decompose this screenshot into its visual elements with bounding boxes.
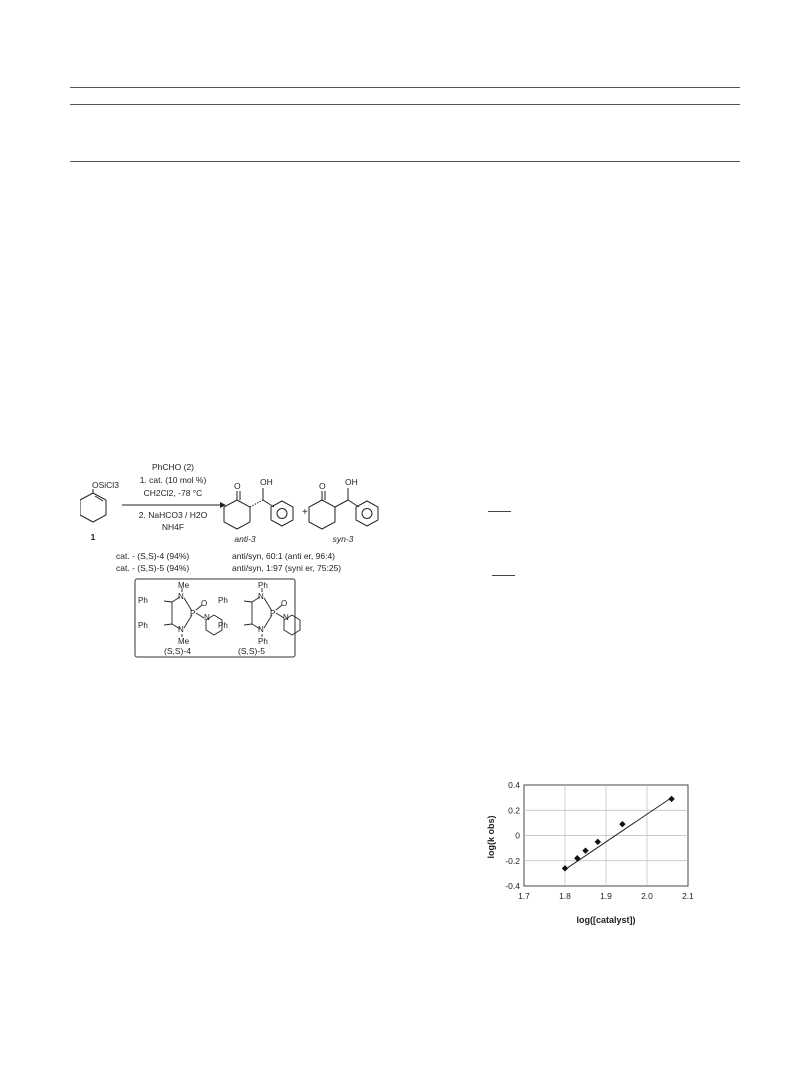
catalyst-5-structure bbox=[243, 588, 301, 637]
table-header-rule bbox=[70, 104, 740, 105]
cat4-n-piperidine: N bbox=[204, 613, 210, 622]
cat5-label: (S,S)-5 bbox=[238, 646, 265, 656]
arrow-head bbox=[220, 502, 226, 508]
cat5-p: P bbox=[270, 609, 275, 618]
anti-product-label: anti-3 bbox=[234, 534, 256, 544]
fraction-bar-2 bbox=[492, 575, 515, 576]
x-axis-title: log([catalyst]) bbox=[576, 915, 635, 925]
anti-carbonyl-o: O bbox=[234, 481, 241, 491]
syn-product-structure bbox=[308, 488, 379, 530]
sm-compound-number: 1 bbox=[91, 532, 96, 542]
x-tick-labels: 1.7 1.8 1.9 2.0 2.1 bbox=[518, 891, 693, 901]
data-point-marker bbox=[594, 838, 601, 846]
reagent-line-2: 1. cat. (10 mol %) bbox=[140, 475, 207, 485]
result-catalyst-5: cat. - (S,S)-5 (94%) bbox=[116, 563, 189, 573]
cat4-p: P bbox=[190, 609, 195, 618]
kinetics-chart: 0.4 0.2 0 -0.2 -0.4 1.7 1.8 1.9 2.0 2.1 log([cat… bbox=[486, 780, 693, 925]
cat4-label: (S,S)-4 bbox=[164, 646, 191, 656]
cat5-ph-bottom: Ph bbox=[218, 621, 228, 630]
plus-sign: + bbox=[302, 507, 308, 518]
cat4-n-top: N bbox=[178, 592, 184, 601]
y-tick-label: 0.4 bbox=[508, 780, 520, 790]
y-tick-label: -0.2 bbox=[505, 856, 520, 866]
reagent-line-5: NH4F bbox=[162, 522, 184, 532]
syn-oh-label: OH bbox=[345, 477, 358, 487]
x-tick-label: 1.9 bbox=[600, 891, 612, 901]
cat4-o: O bbox=[201, 599, 207, 608]
table-bottom-rule bbox=[70, 161, 740, 162]
cat5-n-top: N bbox=[258, 592, 264, 601]
cat4-ph-top: Ph bbox=[138, 596, 148, 605]
x-tick-label: 1.8 bbox=[559, 891, 571, 901]
x-tick-label: 2.0 bbox=[641, 891, 653, 901]
cat4-substituent-top: Me bbox=[178, 581, 190, 590]
sm-osicl3-label: OSiCl3 bbox=[92, 480, 119, 490]
x-tick-label: 1.7 bbox=[518, 891, 530, 901]
data-point-marker bbox=[561, 865, 569, 872]
x-tick-label: 2.1 bbox=[682, 891, 693, 901]
reagent-line-3: CH2Cl2, -78 °C bbox=[144, 488, 203, 498]
syn-carbonyl-o: O bbox=[319, 481, 326, 491]
y-tick-labels: 0.4 0.2 0 -0.2 -0.4 bbox=[505, 780, 520, 891]
reagent-line-1: PhCHO (2) bbox=[152, 462, 194, 472]
y-tick-label: 0.2 bbox=[508, 805, 520, 815]
cat5-o: O bbox=[281, 599, 287, 608]
anti-product-structure bbox=[223, 488, 294, 530]
y-tick-label: -0.4 bbox=[505, 881, 520, 891]
cat5-substituent-bottom: Ph bbox=[258, 637, 268, 646]
catalyst-4-structure bbox=[163, 588, 223, 637]
fit-line bbox=[564, 797, 672, 871]
cat5-ph-top: Ph bbox=[218, 596, 228, 605]
cat5-substituent-top: Ph bbox=[258, 581, 268, 590]
cat4-ph-bottom: Ph bbox=[138, 621, 148, 630]
fraction-bar-1 bbox=[488, 511, 511, 512]
catalyst-box bbox=[134, 578, 296, 658]
cat5-n-bottom: N bbox=[258, 625, 264, 634]
cat5-n-piperidine: N bbox=[283, 613, 289, 622]
anti-oh-label: OH bbox=[260, 477, 273, 487]
y-axis-title: log(k obs) bbox=[486, 816, 496, 859]
cat4-n-bottom: N bbox=[178, 625, 184, 634]
result-selectivity-5: anti/syn, 1:97 (syni er, 75:25) bbox=[232, 563, 341, 573]
chart-grid bbox=[524, 785, 688, 886]
result-catalyst-4: cat. - (S,S)-4 (94%) bbox=[116, 551, 189, 561]
table-top-rule bbox=[70, 87, 740, 88]
reaction-scheme: PhCHO (2) 1. cat. (10 mol %) CH2Cl2, -78… bbox=[80, 462, 379, 658]
data-point-marker bbox=[582, 847, 589, 854]
starting-material-ring bbox=[80, 489, 107, 523]
result-selectivity-4: anti/syn, 60:1 (anti er, 96:4) bbox=[232, 551, 335, 561]
y-tick-label: 0 bbox=[515, 831, 520, 841]
syn-product-label: syn-3 bbox=[333, 534, 354, 544]
cat4-substituent-bottom: Me bbox=[178, 637, 190, 646]
reagent-line-4: 2. NaHCO3 / H2O bbox=[139, 510, 208, 520]
